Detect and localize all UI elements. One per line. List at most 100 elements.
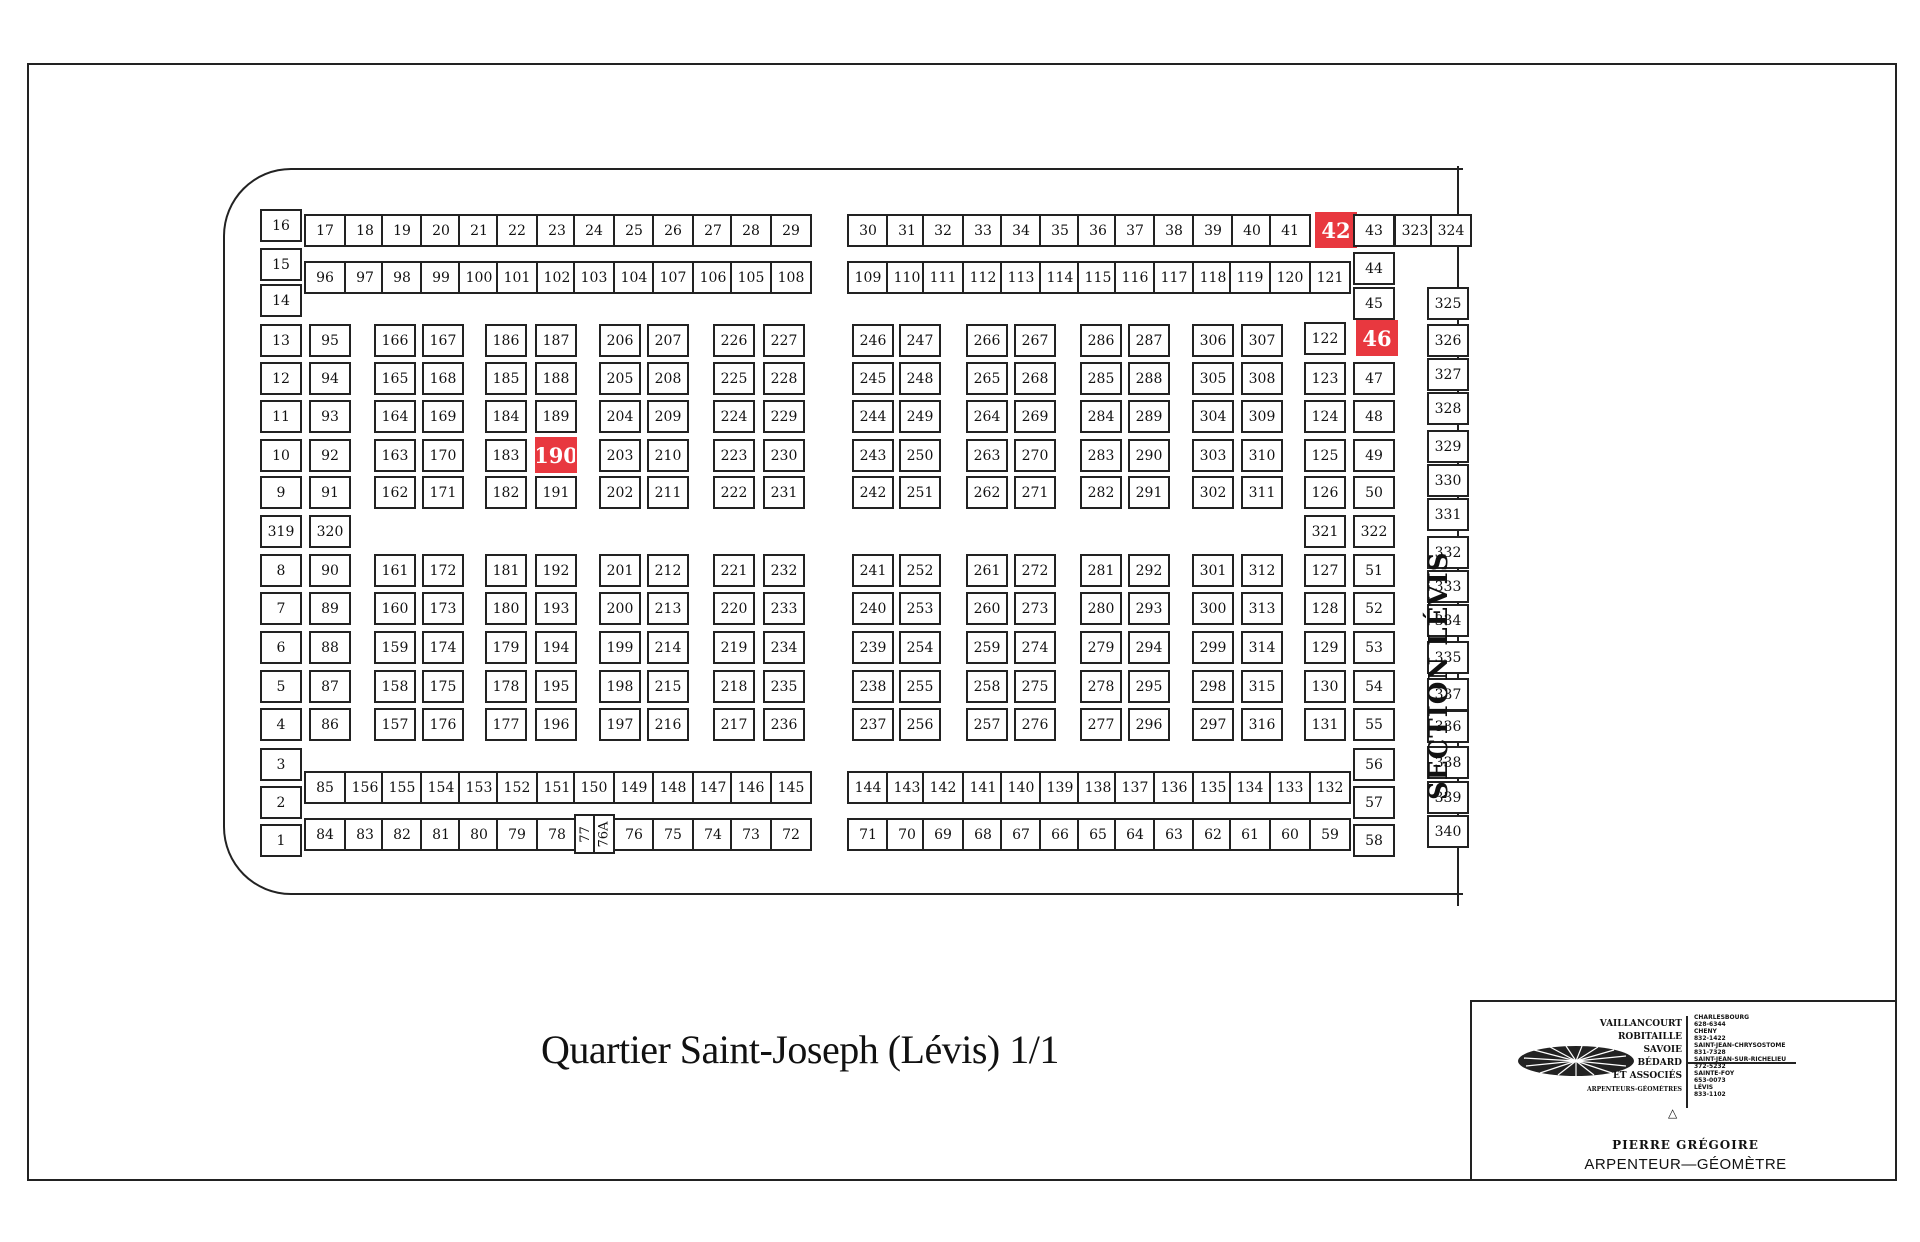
plot-269[interactable]: 269 (1014, 400, 1056, 433)
plot-182[interactable]: 182 (485, 476, 527, 509)
plot-151[interactable]: 151 (536, 771, 578, 804)
plot-258[interactable]: 258 (966, 670, 1008, 703)
plot-146[interactable]: 146 (730, 771, 772, 804)
plot-133[interactable]: 133 (1269, 771, 1311, 804)
plot-230[interactable]: 230 (763, 439, 805, 472)
plot-59[interactable]: 59 (1309, 818, 1351, 851)
plot-63[interactable]: 63 (1153, 818, 1195, 851)
plot-104[interactable]: 104 (613, 261, 655, 294)
plot-13[interactable]: 13 (260, 324, 302, 357)
plot-163[interactable]: 163 (374, 439, 416, 472)
plot-66[interactable]: 66 (1039, 818, 1081, 851)
plot-291[interactable]: 291 (1128, 476, 1170, 509)
plot-73[interactable]: 73 (730, 818, 772, 851)
plot-174[interactable]: 174 (422, 631, 464, 664)
plot-166[interactable]: 166 (374, 324, 416, 357)
plot-75[interactable]: 75 (652, 818, 694, 851)
plot-296[interactable]: 296 (1128, 708, 1170, 741)
plot-190[interactable]: 190 (535, 437, 577, 473)
plot-246[interactable]: 246 (852, 324, 894, 357)
plot-338[interactable]: 338 (1427, 746, 1469, 779)
plot-310[interactable]: 310 (1241, 439, 1283, 472)
plot-265[interactable]: 265 (966, 362, 1008, 395)
plot-3[interactable]: 3 (260, 748, 302, 781)
plot-45[interactable]: 45 (1353, 287, 1395, 320)
plot-307[interactable]: 307 (1241, 324, 1283, 357)
plot-282[interactable]: 282 (1080, 476, 1122, 509)
plot-192[interactable]: 192 (535, 554, 577, 587)
plot-153[interactable]: 153 (458, 771, 500, 804)
plot-114[interactable]: 114 (1039, 261, 1081, 294)
plot-243[interactable]: 243 (852, 439, 894, 472)
plot-36[interactable]: 36 (1077, 214, 1119, 247)
plot-223[interactable]: 223 (713, 439, 755, 472)
plot-266[interactable]: 266 (966, 324, 1008, 357)
plot-28[interactable]: 28 (730, 214, 772, 247)
plot-165[interactable]: 165 (374, 362, 416, 395)
plot-158[interactable]: 158 (374, 670, 416, 703)
plot-80[interactable]: 80 (458, 818, 500, 851)
plot-311[interactable]: 311 (1241, 476, 1283, 509)
plot-247[interactable]: 247 (899, 324, 941, 357)
plot-253[interactable]: 253 (899, 592, 941, 625)
plot-171[interactable]: 171 (422, 476, 464, 509)
plot-302[interactable]: 302 (1192, 476, 1234, 509)
plot-179[interactable]: 179 (485, 631, 527, 664)
plot-141[interactable]: 141 (962, 771, 1004, 804)
plot-93[interactable]: 93 (309, 400, 351, 433)
plot-336[interactable]: 336 (1427, 710, 1469, 743)
plot-14[interactable]: 14 (260, 284, 302, 317)
plot-196[interactable]: 196 (535, 708, 577, 741)
plot-99[interactable]: 99 (420, 261, 462, 294)
plot-216[interactable]: 216 (647, 708, 689, 741)
plot-231[interactable]: 231 (763, 476, 805, 509)
plot-111[interactable]: 111 (922, 261, 964, 294)
plot-249[interactable]: 249 (899, 400, 941, 433)
plot-162[interactable]: 162 (374, 476, 416, 509)
plot-156[interactable]: 156 (344, 771, 386, 804)
plot-149[interactable]: 149 (613, 771, 655, 804)
plot-90[interactable]: 90 (309, 554, 351, 587)
plot-88[interactable]: 88 (309, 631, 351, 664)
plot-240[interactable]: 240 (852, 592, 894, 625)
plot-25[interactable]: 25 (613, 214, 655, 247)
plot-6[interactable]: 6 (260, 631, 302, 664)
plot-134[interactable]: 134 (1229, 771, 1271, 804)
plot-122[interactable]: 122 (1304, 322, 1346, 355)
plot-251[interactable]: 251 (899, 476, 941, 509)
plot-191[interactable]: 191 (535, 476, 577, 509)
plot-200[interactable]: 200 (599, 592, 641, 625)
plot-176[interactable]: 176 (422, 708, 464, 741)
plot-2[interactable]: 2 (260, 786, 302, 819)
plot-109[interactable]: 109 (847, 261, 889, 294)
plot-333[interactable]: 333 (1427, 570, 1469, 603)
plot-123[interactable]: 123 (1304, 362, 1346, 395)
plot-314[interactable]: 314 (1241, 631, 1283, 664)
plot-205[interactable]: 205 (599, 362, 641, 395)
plot-279[interactable]: 279 (1080, 631, 1122, 664)
plot-237[interactable]: 237 (852, 708, 894, 741)
plot-267[interactable]: 267 (1014, 324, 1056, 357)
plot-335[interactable]: 335 (1427, 641, 1469, 674)
plot-303[interactable]: 303 (1192, 439, 1234, 472)
plot-189[interactable]: 189 (535, 400, 577, 433)
plot-255[interactable]: 255 (899, 670, 941, 703)
plot-226[interactable]: 226 (713, 324, 755, 357)
plot-285[interactable]: 285 (1080, 362, 1122, 395)
plot-184[interactable]: 184 (485, 400, 527, 433)
plot-32[interactable]: 32 (922, 214, 964, 247)
plot-229[interactable]: 229 (763, 400, 805, 433)
plot-38[interactable]: 38 (1153, 214, 1195, 247)
plot-225[interactable]: 225 (713, 362, 755, 395)
plot-194[interactable]: 194 (535, 631, 577, 664)
plot-137[interactable]: 137 (1114, 771, 1156, 804)
plot-7[interactable]: 7 (260, 592, 302, 625)
plot-293[interactable]: 293 (1128, 592, 1170, 625)
plot-48[interactable]: 48 (1353, 400, 1395, 433)
plot-257[interactable]: 257 (966, 708, 1008, 741)
plot-16[interactable]: 16 (260, 209, 302, 242)
plot-173[interactable]: 173 (422, 592, 464, 625)
plot-116[interactable]: 116 (1114, 261, 1156, 294)
plot-298[interactable]: 298 (1192, 670, 1234, 703)
plot-145[interactable]: 145 (770, 771, 812, 804)
